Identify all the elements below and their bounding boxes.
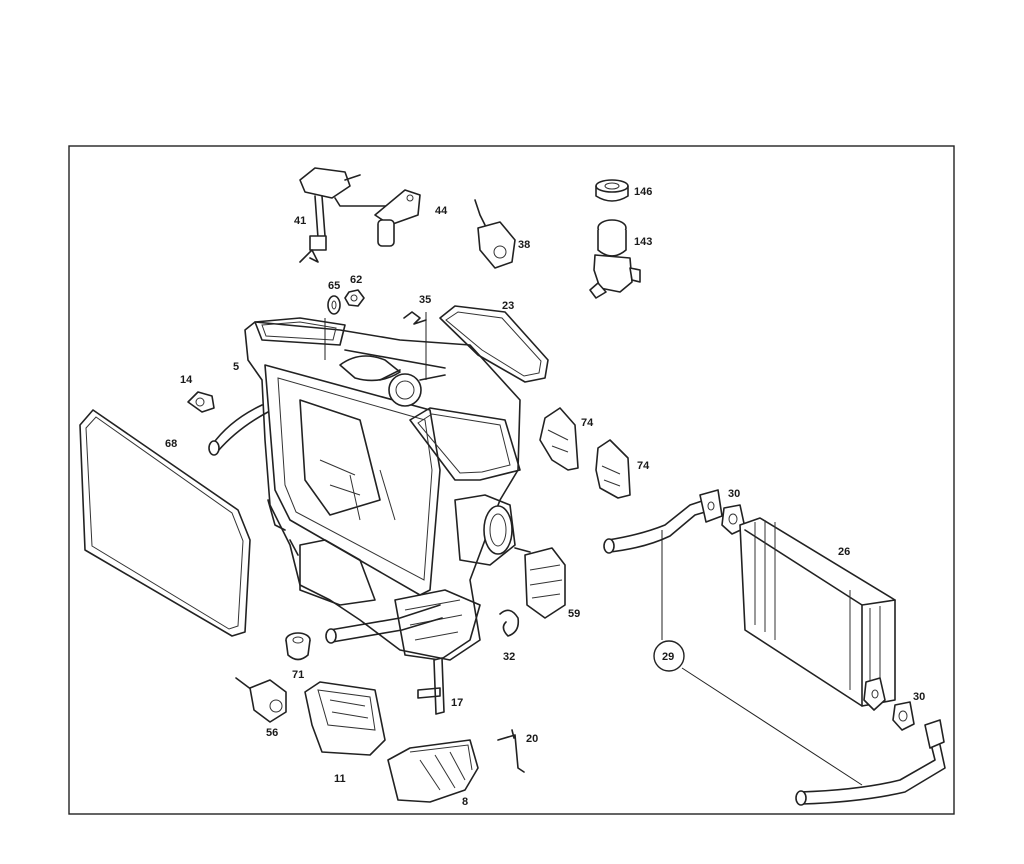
- part-20-clip: [497, 729, 525, 773]
- label-59: 59: [568, 608, 580, 620]
- part-26-heater-core: [739, 517, 896, 711]
- label-35: 35: [419, 294, 431, 306]
- label-5: 5: [233, 361, 239, 373]
- label-30a: 30: [728, 488, 740, 500]
- part-23-gasket: [439, 305, 549, 383]
- part-5-heater-housing: [208, 317, 521, 661]
- part-30a-gasket: [721, 504, 746, 535]
- part-74a-bracket: [539, 407, 579, 471]
- part-lower-pipe: [795, 719, 946, 806]
- label-17: 17: [451, 697, 463, 709]
- part-62-nut: [344, 289, 365, 307]
- part-17-bracket: [417, 657, 445, 715]
- part-143-valve: [589, 219, 641, 299]
- part-30b-gasket: [892, 701, 915, 731]
- label-20: 20: [526, 733, 538, 745]
- label-44: 44: [435, 205, 448, 217]
- label-30b: 30: [913, 691, 925, 703]
- label-8: 8: [462, 796, 468, 808]
- part-41-sensor: [299, 167, 401, 263]
- label-68: 68: [165, 438, 177, 450]
- label-32: 32: [503, 651, 515, 663]
- part-35-clip: [403, 311, 427, 380]
- diagram-frame: [68, 145, 955, 815]
- part-29-callout: [653, 530, 863, 786]
- label-26: 26: [838, 546, 850, 558]
- label-62: 62: [350, 274, 362, 286]
- part-68-gasket: [79, 409, 251, 637]
- label-56: 56: [266, 727, 278, 739]
- part-11-flap-box: [304, 681, 386, 756]
- label-143: 143: [634, 236, 652, 248]
- label-23: 23: [502, 300, 514, 312]
- label-74b: 74: [637, 460, 650, 472]
- label-71: 71: [292, 669, 304, 681]
- part-146-ring: [595, 179, 629, 202]
- part-65-washer: [324, 295, 341, 360]
- label-146: 146: [634, 186, 652, 198]
- label-11: 11: [334, 773, 346, 785]
- part-38-actuator: [474, 199, 516, 269]
- label-65: 65: [328, 280, 340, 292]
- part-56-actuator: [235, 677, 287, 723]
- part-59-motor: [514, 547, 566, 619]
- part-8-air-duct: [387, 739, 479, 803]
- part-32-clip: [499, 609, 520, 637]
- part-71-grommet: [285, 632, 311, 661]
- part-74b-bracket: [595, 439, 631, 499]
- part-44-bracket: [374, 189, 421, 247]
- label-74a: 74: [581, 417, 594, 429]
- label-14: 14: [180, 374, 193, 386]
- label-41: 41: [294, 215, 306, 227]
- part-upper-pipe: [603, 489, 723, 554]
- label-29: 29: [662, 651, 674, 663]
- part-14-sensor: [187, 391, 215, 413]
- label-38: 38: [518, 239, 530, 251]
